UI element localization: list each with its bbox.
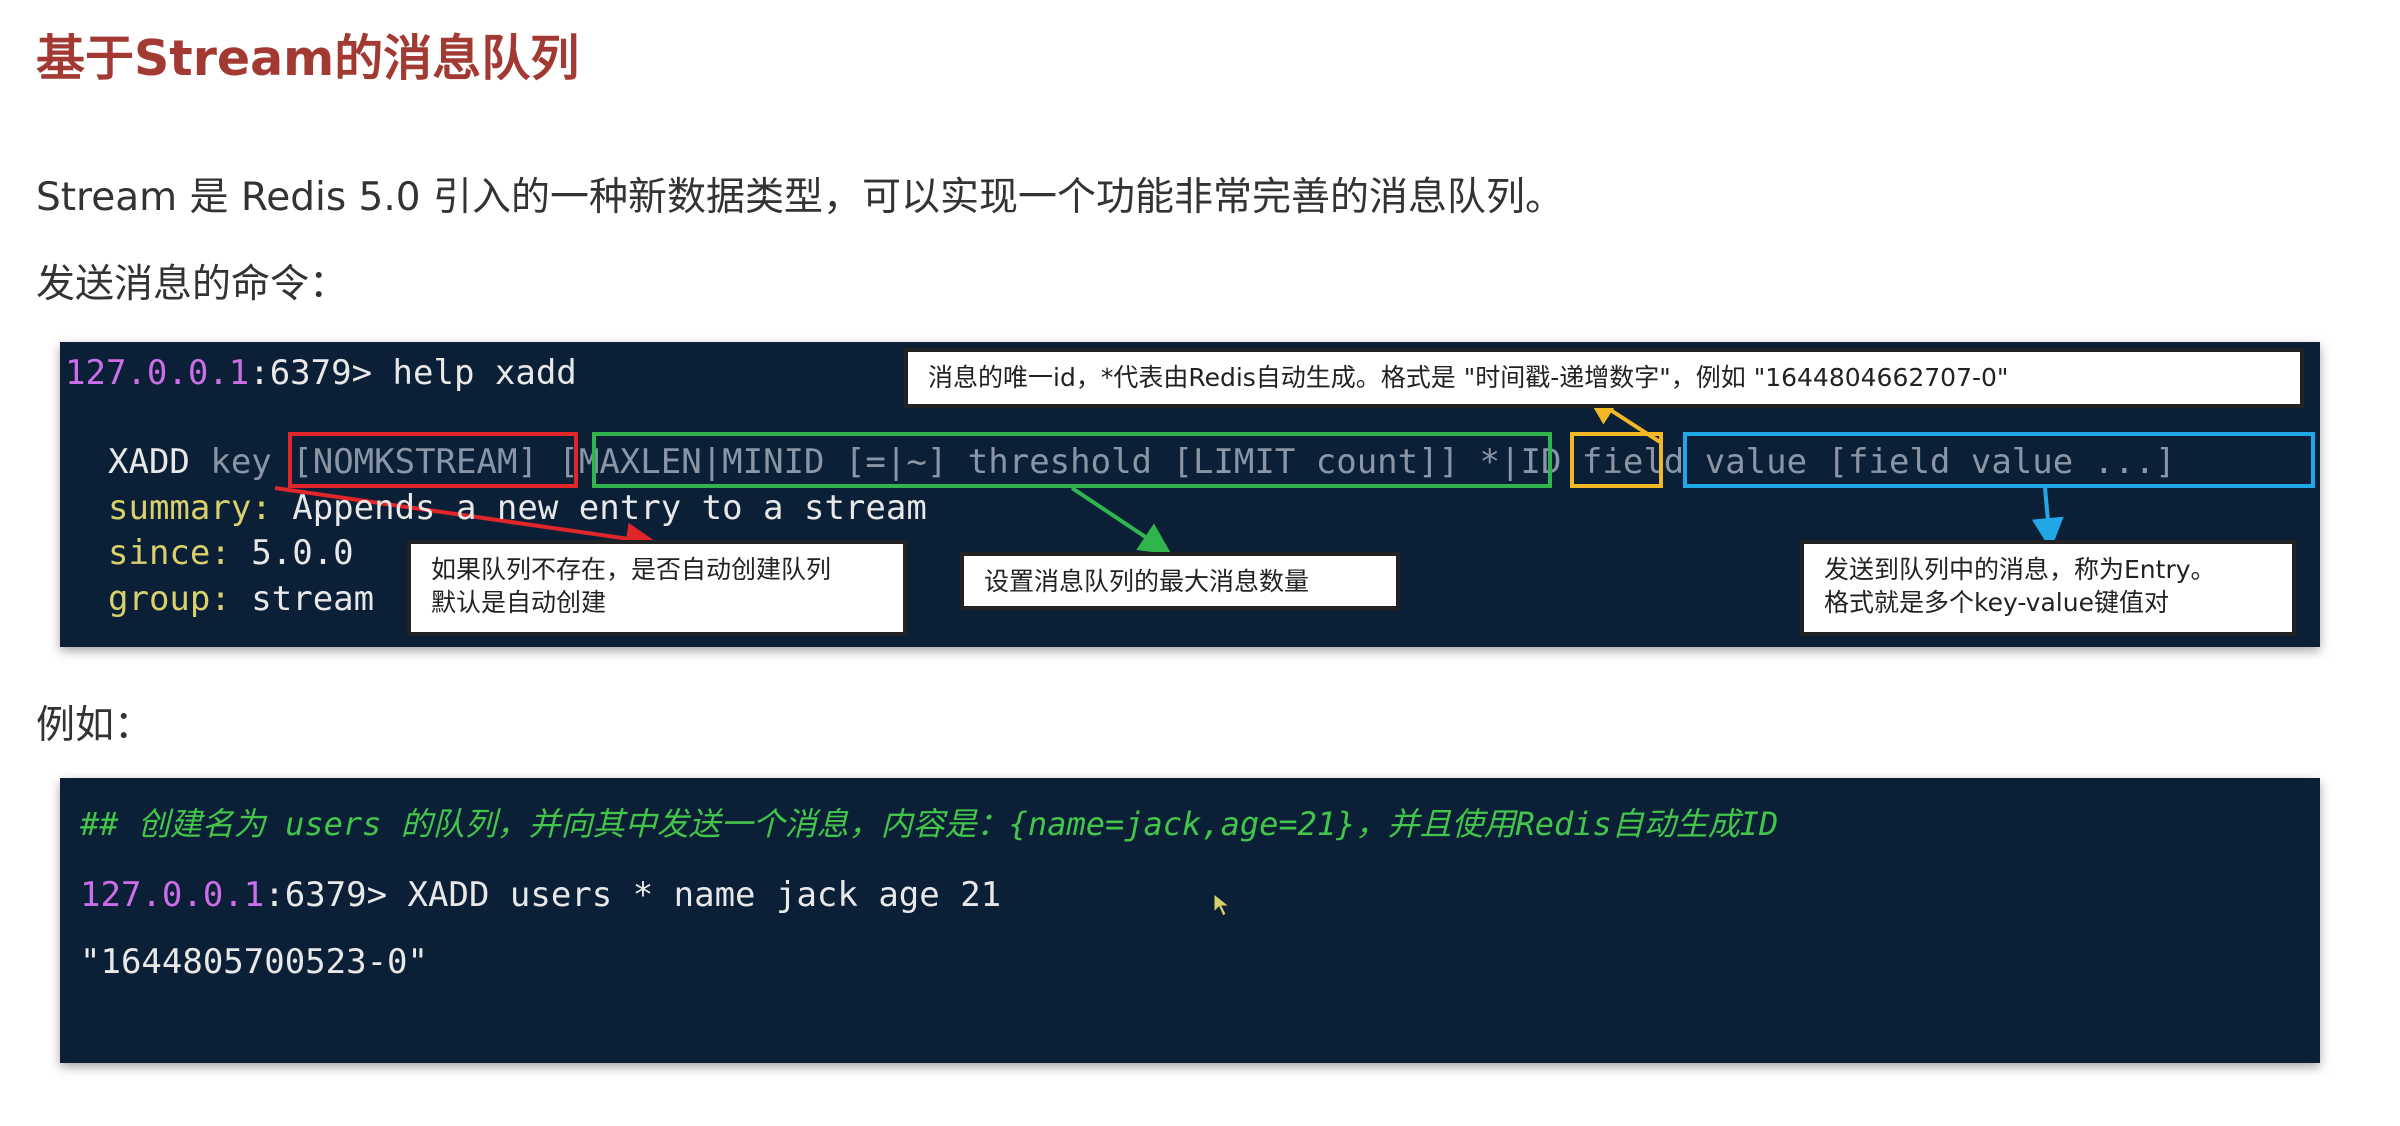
- help-prompt-line: 127.0.0.1:6379> help xadd: [65, 356, 577, 390]
- example-label: 例如：: [36, 703, 154, 748]
- nomkstream-highlight: [288, 432, 578, 488]
- example-prompt-host: 127.0.0.1: [80, 875, 265, 915]
- entry-callout-line1: 发送到队列中的消息，称为Entry。: [1824, 555, 2216, 584]
- maxlen-arg: [MAXLEN|MINID [=|~] threshold [LIMIT cou…: [558, 442, 1460, 482]
- example-command-line: 127.0.0.1:6379> XADD users * name jack a…: [80, 878, 1001, 912]
- prompt-port: :6379>: [249, 353, 373, 393]
- entry-arrow: [2031, 487, 2064, 550]
- nomkstream-callout-line2: 默认是自动创建: [431, 587, 607, 617]
- entry-callout-line2: 格式就是多个key-value键值对: [1824, 587, 2169, 617]
- send-command-label: 发送消息的命令：: [36, 262, 349, 307]
- intro-text: Stream 是 Redis 5.0 引入的一种新数据类型，可以实现一个功能非常…: [36, 175, 1564, 220]
- example-prompt-port: :6379>: [264, 875, 388, 915]
- prompt-host: 127.0.0.1: [65, 353, 250, 393]
- example-result: "1644805700523-0": [80, 942, 428, 982]
- page-title: 基于Stream的消息队列: [36, 30, 580, 87]
- since-value: 5.0.0: [230, 533, 354, 573]
- summary-line: summary: Appends a new entry to a stream: [108, 491, 927, 525]
- since-label: since:: [108, 533, 231, 573]
- maxlen-highlight: [592, 432, 1552, 488]
- summary-value: Appends a new entry to a stream: [271, 488, 927, 528]
- maxlen-callout: 设置消息队列的最大消息数量: [960, 552, 1400, 610]
- xadd-keyword: XADD: [108, 442, 190, 482]
- group-label: group:: [108, 579, 231, 619]
- nomkstream-callout: 如果队列不存在，是否自动创建队列默认是自动创建: [407, 540, 907, 636]
- maxlen-arrow: [1070, 486, 1172, 555]
- mouse-cursor-icon: [1213, 893, 1231, 917]
- example-command: XADD users * name jack age 21: [387, 875, 1002, 915]
- star-id-arg: *|ID: [1479, 442, 1562, 482]
- help-xadd-terminal: 127.0.0.1:6379> help xadd XADD key [NOMK…: [60, 342, 2320, 647]
- help-command: help xadd: [372, 353, 577, 393]
- nomkstream-arg: [NOMKSTREAM]: [292, 442, 538, 482]
- xadd-syntax-line: XADD key [NOMKSTREAM] [MAXLEN|MINID [=|~…: [108, 445, 2176, 479]
- group-line: group: stream: [108, 582, 374, 616]
- example-comment: ## 创建名为 users 的队列，并向其中发送一个消息，内容是：{name=j…: [80, 805, 1779, 843]
- since-line: since: 5.0.0: [108, 536, 354, 570]
- entry-callout: 发送到队列中的消息，称为Entry。格式就是多个key-value键值对: [1800, 540, 2296, 636]
- group-value: stream: [230, 579, 375, 619]
- field-value-highlight: [1683, 432, 2315, 488]
- summary-label: summary:: [108, 488, 272, 528]
- id-callout: 消息的唯一id，*代表由Redis自动生成。格式是 "时间戳-递增数字"，例如 …: [904, 348, 2304, 408]
- field-value-arg: field value [field value ...]: [1581, 442, 2176, 482]
- example-terminal: ## 创建名为 users 的队列，并向其中发送一个消息，内容是：{name=j…: [60, 778, 2320, 1063]
- key-arg: key: [189, 442, 272, 482]
- star-id-highlight: [1570, 432, 1663, 488]
- nomkstream-callout-line1: 如果队列不存在，是否自动创建队列: [431, 555, 832, 584]
